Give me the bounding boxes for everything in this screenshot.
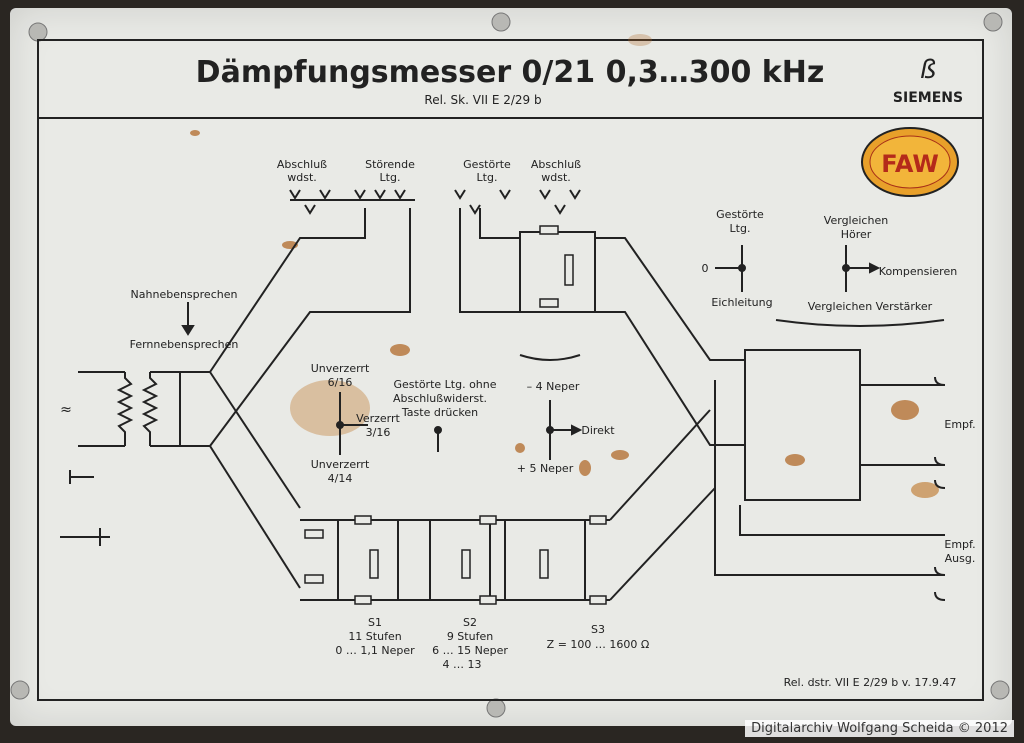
label-ratio-top: 6/16 bbox=[328, 376, 353, 389]
screw-icon bbox=[491, 12, 511, 32]
footer-reference: Rel. dstr. VII E 2/29 b v. 17.9.47 bbox=[784, 676, 957, 689]
label-gestoerte-note-3: Taste drücken bbox=[401, 406, 478, 419]
label-s3: S3 bbox=[591, 623, 605, 636]
jack-icons bbox=[289, 189, 581, 215]
label-minus-neper: – 4 Neper bbox=[527, 380, 580, 393]
label-wdst-left: wdst. bbox=[287, 171, 317, 184]
label-ratio-mid: 3/16 bbox=[366, 426, 391, 439]
screw-icon bbox=[486, 698, 506, 718]
label-ltg-top: Ltg. bbox=[477, 171, 498, 184]
label-s1: S1 bbox=[368, 616, 382, 629]
switch-arrows bbox=[181, 245, 945, 460]
screw-icon bbox=[990, 680, 1010, 700]
label-s2: S2 bbox=[463, 616, 477, 629]
page-title: Dämpfungsmesser 0/21 0,3…300 kHz bbox=[196, 55, 825, 90]
label-nahnebensprechen: Nahnebensprechen bbox=[131, 288, 238, 301]
wiring bbox=[60, 199, 946, 601]
label-wdst-right: wdst. bbox=[541, 171, 571, 184]
label-zero: 0 bbox=[702, 262, 709, 275]
label-eichleitung: Eichleitung bbox=[711, 296, 772, 309]
screw-icon bbox=[10, 680, 30, 700]
label-ratio-bottom: 4/14 bbox=[328, 472, 353, 485]
label-gestoerte-top: Gestörte bbox=[463, 158, 511, 171]
screw-icon bbox=[983, 12, 1003, 32]
label-fernnebensprechen: Fernnebensprechen bbox=[130, 338, 239, 351]
credit-watermark: Digitalarchiv Wolfgang Scheida © 2012 bbox=[745, 720, 1014, 737]
label-s2-b: 6 … 15 Neper bbox=[432, 644, 508, 657]
label-s2-c: 4 … 13 bbox=[443, 658, 482, 671]
label-s2-a: 9 Stufen bbox=[447, 630, 493, 643]
label-empf-ausg-1: Empf. bbox=[944, 538, 975, 551]
label-verzerrt: Verzerrt bbox=[356, 412, 400, 425]
label-unverzerrt-bottom: Unverzerrt bbox=[311, 458, 370, 471]
screw-icons bbox=[10, 12, 1010, 718]
label-kompensieren: Kompensieren bbox=[879, 265, 957, 278]
reference-number: Rel. Sk. VII E 2/29 b bbox=[424, 93, 541, 107]
label-plus-neper: + 5 Neper bbox=[517, 462, 574, 475]
label-s1-a: 11 Stufen bbox=[348, 630, 401, 643]
label-abschluss-right: Abschluß bbox=[531, 158, 581, 171]
label-ltg-left: Ltg. bbox=[380, 171, 401, 184]
outer-frame bbox=[37, 39, 984, 701]
brand-name: SIEMENS bbox=[893, 90, 963, 106]
label-gestoerte-note-1: Gestörte Ltg. ohne bbox=[393, 378, 496, 391]
label-stoerende: Störende bbox=[365, 158, 415, 171]
label-vergleichen-hoerer-1: Vergleichen bbox=[824, 214, 888, 227]
svg-text:ß: ß bbox=[920, 55, 936, 85]
resistor-icons bbox=[304, 225, 607, 605]
label-gestoerte-note-2: Abschlußwiderst. bbox=[393, 392, 487, 405]
stains bbox=[190, 34, 939, 498]
siemens-logo: ß SIEMENS bbox=[893, 55, 963, 106]
badge-text: FAW bbox=[881, 150, 939, 178]
label-s1-b: 0 … 1,1 Neper bbox=[335, 644, 415, 657]
instrument-plate bbox=[10, 8, 1012, 726]
screw-icon bbox=[28, 22, 48, 42]
label-empf-ausg-2: Ausg. bbox=[945, 552, 976, 565]
label-abschluss-left: Abschluß bbox=[277, 158, 327, 171]
label-approx: ≈ bbox=[60, 402, 72, 418]
label-ltg-right: Ltg. bbox=[730, 222, 751, 235]
label-gestoerte-right: Gestörte bbox=[716, 208, 764, 221]
label-direkt: Direkt bbox=[581, 424, 615, 437]
label-unverzerrt-top: Unverzerrt bbox=[311, 362, 370, 375]
labels: Abschluß wdst. Störende Ltg. Gestörte Lt… bbox=[60, 158, 975, 689]
label-vergleichen-hoerer-2: Hörer bbox=[841, 228, 872, 241]
label-vergleichen-verstaerker: Vergleichen Verstärker bbox=[808, 300, 933, 313]
label-s3-a: Z = 100 … 1600 Ω bbox=[547, 638, 650, 651]
faw-badge: FAW bbox=[861, 127, 959, 197]
label-empf: Empf. bbox=[944, 418, 975, 431]
